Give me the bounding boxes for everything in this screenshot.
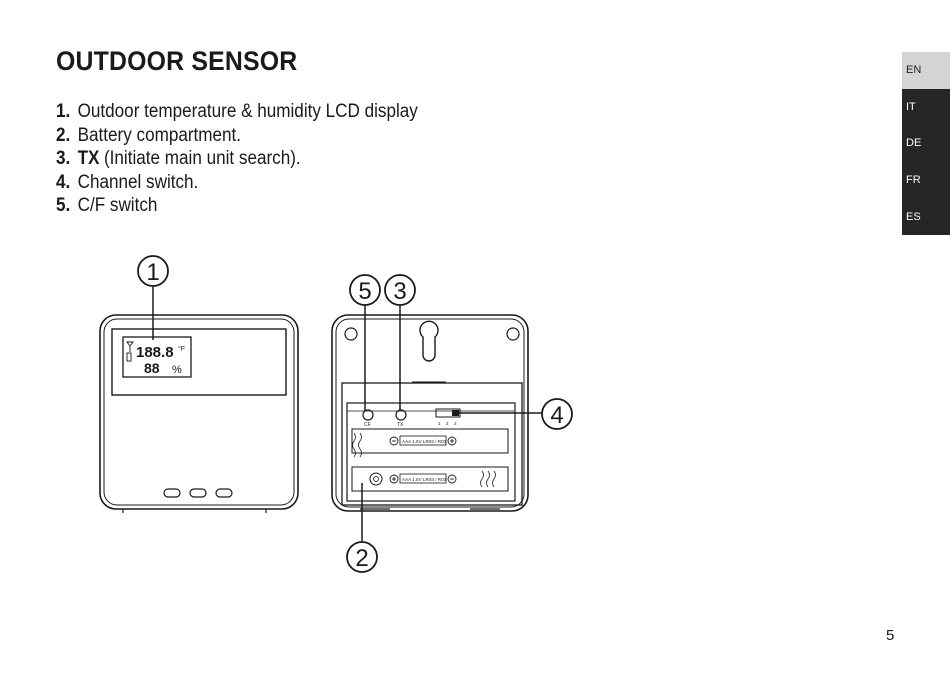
tab-en[interactable]: EN	[902, 52, 950, 89]
battery-slot-bottom: AAA 1.5V LR03 / R03	[351, 466, 509, 492]
callout-2-label: 2	[355, 545, 368, 572]
lcd-screen	[122, 336, 192, 378]
list-item: 4. Channel switch.	[56, 171, 418, 195]
sensor-front-view: 188.8 °F 88 %	[99, 314, 299, 513]
parts-list: 1. Outdoor temperature & humidity LCD di…	[56, 100, 458, 218]
battery-slot-top: AAA 1.5V LR03 / R03	[351, 428, 509, 458]
front-buttons	[163, 488, 233, 498]
page-title: OUTDOOR SENSOR	[56, 46, 298, 76]
page-number: 5	[886, 627, 895, 644]
item-number: 3.	[56, 148, 71, 170]
item-number: 5.	[56, 195, 71, 217]
tx-button	[395, 409, 407, 421]
list-item: 3. TX (Initiate main unit search).	[56, 147, 418, 171]
battery-label-top: AAA 1.5V LR03 / R03	[402, 439, 447, 444]
list-item: 1. Outdoor temperature & humidity LCD di…	[56, 100, 418, 124]
language-tabs: EN IT DE FR ES	[902, 52, 950, 235]
item-number: 2.	[56, 124, 71, 146]
item-text: (Initiate main unit search).	[103, 148, 301, 170]
callouts: 1 5 3 4 2	[137, 255, 573, 573]
item-text: Channel switch.	[77, 171, 199, 193]
item-text: Outdoor temperature & humidity LCD displ…	[77, 101, 418, 122]
callout-3	[384, 274, 416, 306]
item-number: 4.	[56, 171, 71, 193]
callout-4-label: 4	[550, 402, 563, 429]
item-text: Battery compartment.	[77, 124, 242, 146]
list-item: 2. Battery compartment.	[56, 124, 418, 148]
battery-label-bottom: AAA 1.5V LR03 / R03	[402, 477, 447, 482]
sensor-illustration: 188.8 °F 88 %	[99, 255, 573, 573]
callout-1-label: 1	[146, 259, 159, 286]
callout-5	[349, 274, 381, 306]
sensor-back-view: CF TX 1 2 3 AAA 1.5V LR03 / R03	[331, 314, 529, 512]
tx-button-label: TX	[397, 422, 404, 428]
callout-5-label: 5	[358, 278, 371, 305]
channel-label-1: 1	[438, 421, 441, 426]
sensor-figure: 188.8 °F 88 %	[90, 245, 590, 585]
channel-label-3: 3	[454, 421, 457, 426]
tab-es[interactable]: ES	[902, 198, 950, 235]
callout-3-label: 3	[393, 278, 406, 305]
tab-fr[interactable]: FR	[902, 161, 950, 199]
lcd-temperature: 188.8	[136, 344, 174, 361]
channel-label-2: 2	[446, 421, 449, 426]
cf-switch	[362, 409, 374, 421]
lcd-humidity-unit: %	[172, 364, 182, 376]
item-text: C/F switch	[77, 195, 158, 217]
tab-it[interactable]: IT	[902, 88, 950, 126]
antenna-icon	[126, 341, 134, 362]
callout-2	[346, 541, 378, 573]
keyhole-icon	[419, 320, 439, 362]
tab-de[interactable]: DE	[902, 125, 950, 162]
cf-switch-label: CF	[364, 422, 371, 428]
list-item: 5. C/F switch	[56, 194, 418, 218]
callout-4	[541, 398, 573, 430]
item-number: 1.	[56, 101, 71, 122]
callout-1	[137, 255, 169, 287]
lcd-unit: °F	[178, 345, 185, 353]
lcd-humidity: 88	[144, 360, 160, 376]
item-keyword: TX	[77, 148, 100, 170]
